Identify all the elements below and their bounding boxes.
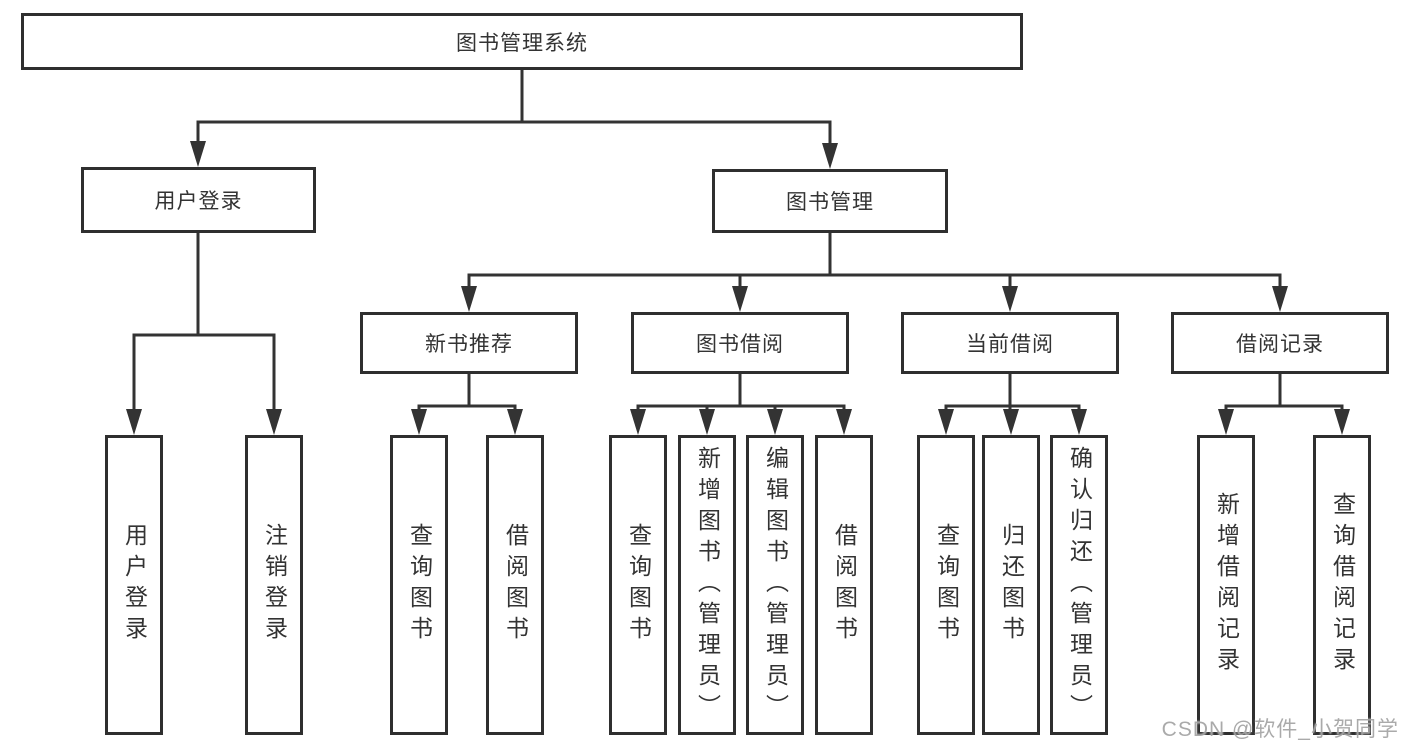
leaf-records-add-record-label: 新增借阅记录 [1213,492,1240,678]
node-root: 图书管理系统 [21,13,1023,70]
leaf-current-return-books-label: 归还图书 [998,523,1025,647]
node-book-management: 图书管理 [712,169,948,233]
leaf-borrow-query-books-label: 查询图书 [625,523,652,647]
node-current-borrow-label: 当前借阅 [966,333,1054,356]
leaf-borrow-borrow-books-label: 借阅图书 [831,523,858,647]
node-root-label: 图书管理系统 [456,31,588,55]
leaf-recommend-borrow-books-label: 借阅图书 [502,523,529,647]
leaf-user-login-label: 用户登录 [121,523,148,647]
leaf-current-confirm-return-admin: 确认归还（管理员） [1050,435,1108,735]
node-borrow-records-label: 借阅记录 [1236,333,1324,356]
leaf-records-query-record-label: 查询借阅记录 [1329,492,1356,678]
node-new-book-recommend-label: 新书推荐 [425,333,513,356]
node-borrow-records: 借阅记录 [1171,312,1389,374]
leaf-user-login: 用户登录 [105,435,163,735]
leaf-current-confirm-return-admin-label: 确认归还（管理员） [1066,445,1093,725]
leaf-recommend-query-books: 查询图书 [390,435,448,735]
leaf-logout: 注销登录 [245,435,303,735]
leaf-borrow-edit-books-admin: 编辑图书（管理员） [746,435,804,735]
leaf-current-query-books-label: 查询图书 [933,523,960,647]
leaf-logout-label: 注销登录 [261,523,288,647]
node-new-book-recommend: 新书推荐 [360,312,578,374]
node-user-login-label: 用户登录 [154,190,243,213]
node-book-borrow: 图书借阅 [631,312,849,374]
leaf-borrow-add-books-admin: 新增图书（管理员） [678,435,736,735]
leaf-recommend-borrow-books: 借阅图书 [486,435,544,735]
leaf-recommend-query-books-label: 查询图书 [406,523,433,647]
node-book-borrow-label: 图书借阅 [696,333,784,356]
node-current-borrow: 当前借阅 [901,312,1119,374]
leaf-borrow-add-books-admin-label: 新增图书（管理员） [694,445,721,725]
csdn-watermark: CSDN @软件_小贺同学 [1161,718,1399,741]
node-book-management-label: 图书管理 [786,191,874,214]
leaf-borrow-edit-books-admin-label: 编辑图书（管理员） [762,445,789,725]
leaf-current-query-books: 查询图书 [917,435,975,735]
leaf-records-add-record: 新增借阅记录 [1197,435,1255,735]
node-user-login: 用户登录 [81,167,316,233]
leaf-borrow-query-books: 查询图书 [609,435,667,735]
leaf-records-query-record: 查询借阅记录 [1313,435,1371,735]
leaf-current-return-books: 归还图书 [982,435,1040,735]
leaf-borrow-borrow-books: 借阅图书 [815,435,873,735]
